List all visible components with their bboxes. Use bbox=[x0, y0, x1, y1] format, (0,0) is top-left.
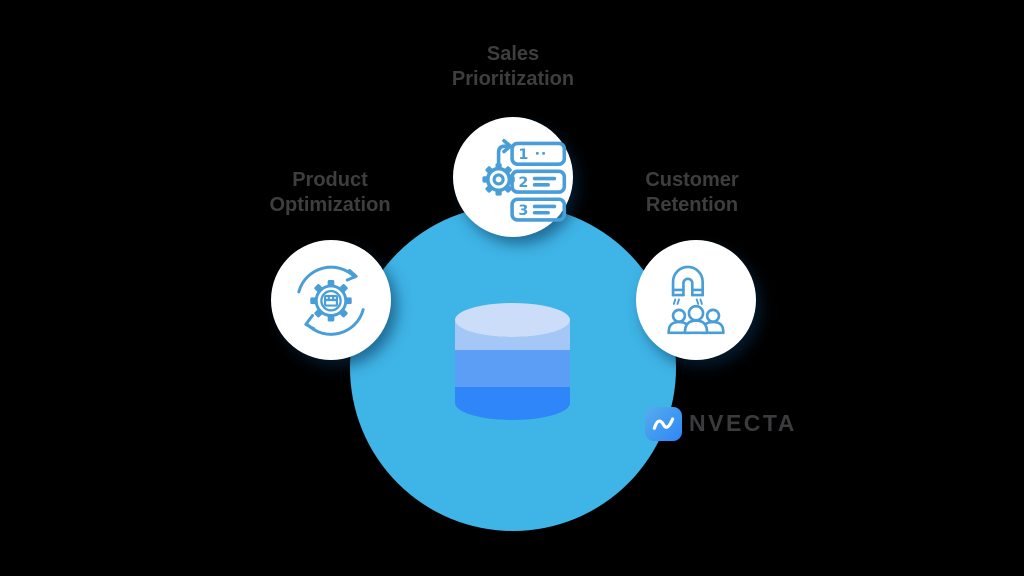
label-product-optimization: Product Optimization bbox=[269, 168, 390, 218]
gear-sync-arrows-icon bbox=[297, 265, 365, 336]
people-glyph bbox=[667, 304, 725, 335]
node-circle-customer bbox=[636, 240, 756, 360]
gear-glyph bbox=[482, 163, 515, 196]
label-customer-retention: Customer Retention bbox=[645, 168, 738, 218]
magnet-glyph bbox=[671, 265, 704, 305]
brand-logo: NVECTA bbox=[645, 406, 797, 441]
database-icon bbox=[455, 303, 570, 420]
list-number-2: 2 bbox=[518, 175, 528, 191]
magnet-customers-icon bbox=[667, 265, 725, 335]
label-sales-prioritization: Sales Prioritization bbox=[452, 42, 574, 92]
node-circle-sales: 1 2 3 bbox=[453, 117, 573, 237]
brand-name: NVECTA bbox=[689, 410, 797, 436]
list-number-3: 3 bbox=[518, 203, 528, 219]
label-line: Optimization bbox=[269, 194, 391, 216]
label-line: Sales bbox=[486, 43, 540, 65]
node-circle-product bbox=[271, 240, 391, 360]
label-line: Prioritization bbox=[451, 68, 575, 90]
wave-logo-icon bbox=[645, 406, 682, 441]
label-line: Retention bbox=[645, 194, 739, 216]
list-number-1: 1 bbox=[518, 147, 528, 163]
numbered-list-gear-icon: 1 2 3 bbox=[482, 138, 567, 222]
label-line: Customer bbox=[645, 169, 739, 191]
label-line: Product bbox=[292, 169, 368, 191]
gear-glyph bbox=[310, 280, 352, 322]
package-glyph bbox=[323, 294, 339, 307]
